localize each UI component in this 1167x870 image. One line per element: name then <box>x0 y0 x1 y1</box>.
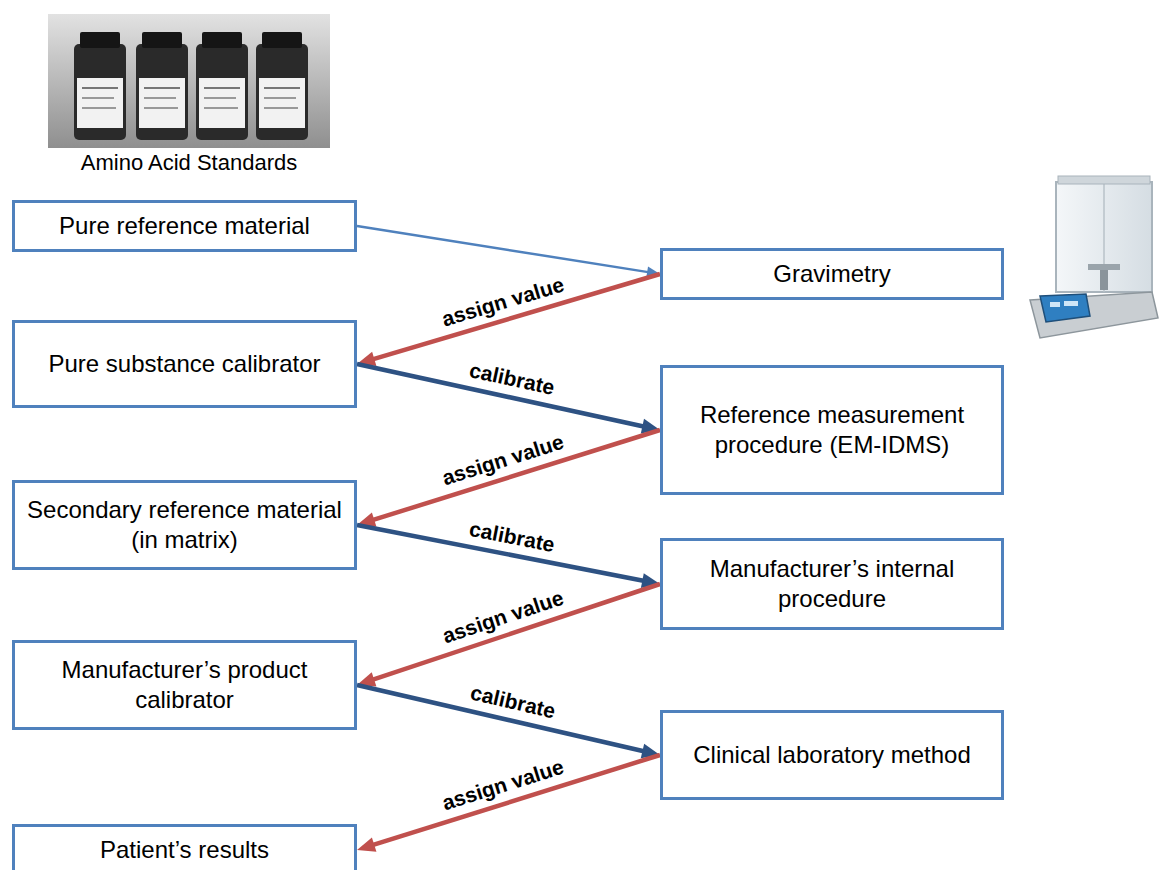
bottle <box>136 32 188 140</box>
box-text: Manufacturer’s internal procedure <box>671 554 993 614</box>
photo-background <box>48 14 330 148</box>
image-caption: Amino Acid Standards <box>40 150 338 176</box>
connector-line <box>371 430 660 521</box>
balance-base <box>1030 292 1158 338</box>
balance-screen <box>1040 294 1090 322</box>
bottle <box>256 32 308 140</box>
edge-label: calibrate <box>467 517 556 557</box>
box-text: Patient’s results <box>100 835 269 865</box>
glass-enclosure <box>1056 182 1152 292</box>
process-box: Pure substance calibrator <box>12 320 357 408</box>
box-text: Manufacturer’s product calibrator <box>23 655 346 715</box>
edge-label: calibrate <box>468 681 558 724</box>
box-text: Secondary reference material (in matrix) <box>23 495 346 555</box>
box-text: Gravimetry <box>773 259 890 289</box>
connector-line <box>371 584 660 680</box>
box-text: Reference measurement procedure (EM-IDMS… <box>671 400 993 460</box>
connector-line <box>357 226 650 272</box>
analytical-balance <box>1030 176 1158 338</box>
process-box: Patient’s results <box>12 824 357 870</box>
process-box: Pure reference material <box>12 200 357 252</box>
edge-label: assign value <box>439 430 566 491</box>
box-text: Clinical laboratory method <box>693 740 970 770</box>
process-box: Manufacturer’s internal procedure <box>660 538 1004 630</box>
box-text: Pure substance calibrator <box>48 349 320 379</box>
edge-label: assign value <box>439 586 566 649</box>
process-box: Reference measurement procedure (EM-IDMS… <box>660 365 1004 495</box>
connector-arrow <box>357 755 660 852</box>
connector-arrow <box>357 584 660 686</box>
edge-label: assign value <box>439 755 566 816</box>
bottles-photo <box>48 14 330 148</box>
bottle <box>196 32 248 140</box>
process-box: Gravimetry <box>660 248 1004 300</box>
edge-label: calibrate <box>468 358 558 400</box>
connector-line <box>371 755 660 846</box>
edge-label: assign value <box>440 272 568 331</box>
connector-arrow <box>357 226 660 277</box>
process-box: Manufacturer’s product calibrator <box>12 640 357 730</box>
process-box: Clinical laboratory method <box>660 710 1004 800</box>
arrowhead <box>357 837 376 851</box>
process-box: Secondary reference material (in matrix) <box>12 480 357 570</box>
box-text: Pure reference material <box>59 211 310 241</box>
bottle <box>74 32 126 140</box>
connector-arrow <box>357 430 660 527</box>
